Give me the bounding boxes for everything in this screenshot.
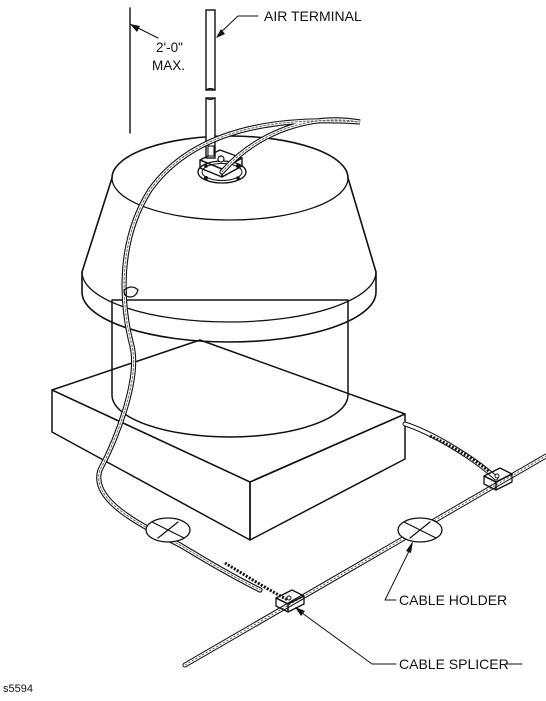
- dimension-marker: [129, 7, 159, 134]
- figure-id-label: s5594: [3, 683, 33, 695]
- down-conductor-cable: [96, 117, 361, 593]
- dimension-max-label: MAX.: [152, 58, 185, 73]
- air-terminal-rod: [205, 9, 216, 159]
- cable-splicer-upper: [483, 467, 513, 491]
- fan-hood: [81, 135, 377, 343]
- fan-housing: [111, 299, 349, 438]
- cable-splicer-label: CABLE SPLICER: [399, 656, 509, 672]
- cable-holder-label: CABLE HOLDER: [399, 592, 507, 608]
- terminal-base-plate: [197, 145, 247, 184]
- cable-holder-right: [397, 517, 443, 543]
- dimension-value-label: 2'-0": [156, 40, 183, 55]
- branch-cable-left: [224, 561, 289, 602]
- leader-lines: [216, 15, 523, 665]
- roof-curb: [51, 339, 406, 541]
- perimeter-cable: [182, 453, 546, 668]
- air-terminal-label: AIR TERMINAL: [264, 8, 362, 24]
- cable-holder-left: [145, 517, 191, 543]
- cable-splicer-lower: [275, 589, 305, 613]
- branch-cable-right: [402, 421, 499, 481]
